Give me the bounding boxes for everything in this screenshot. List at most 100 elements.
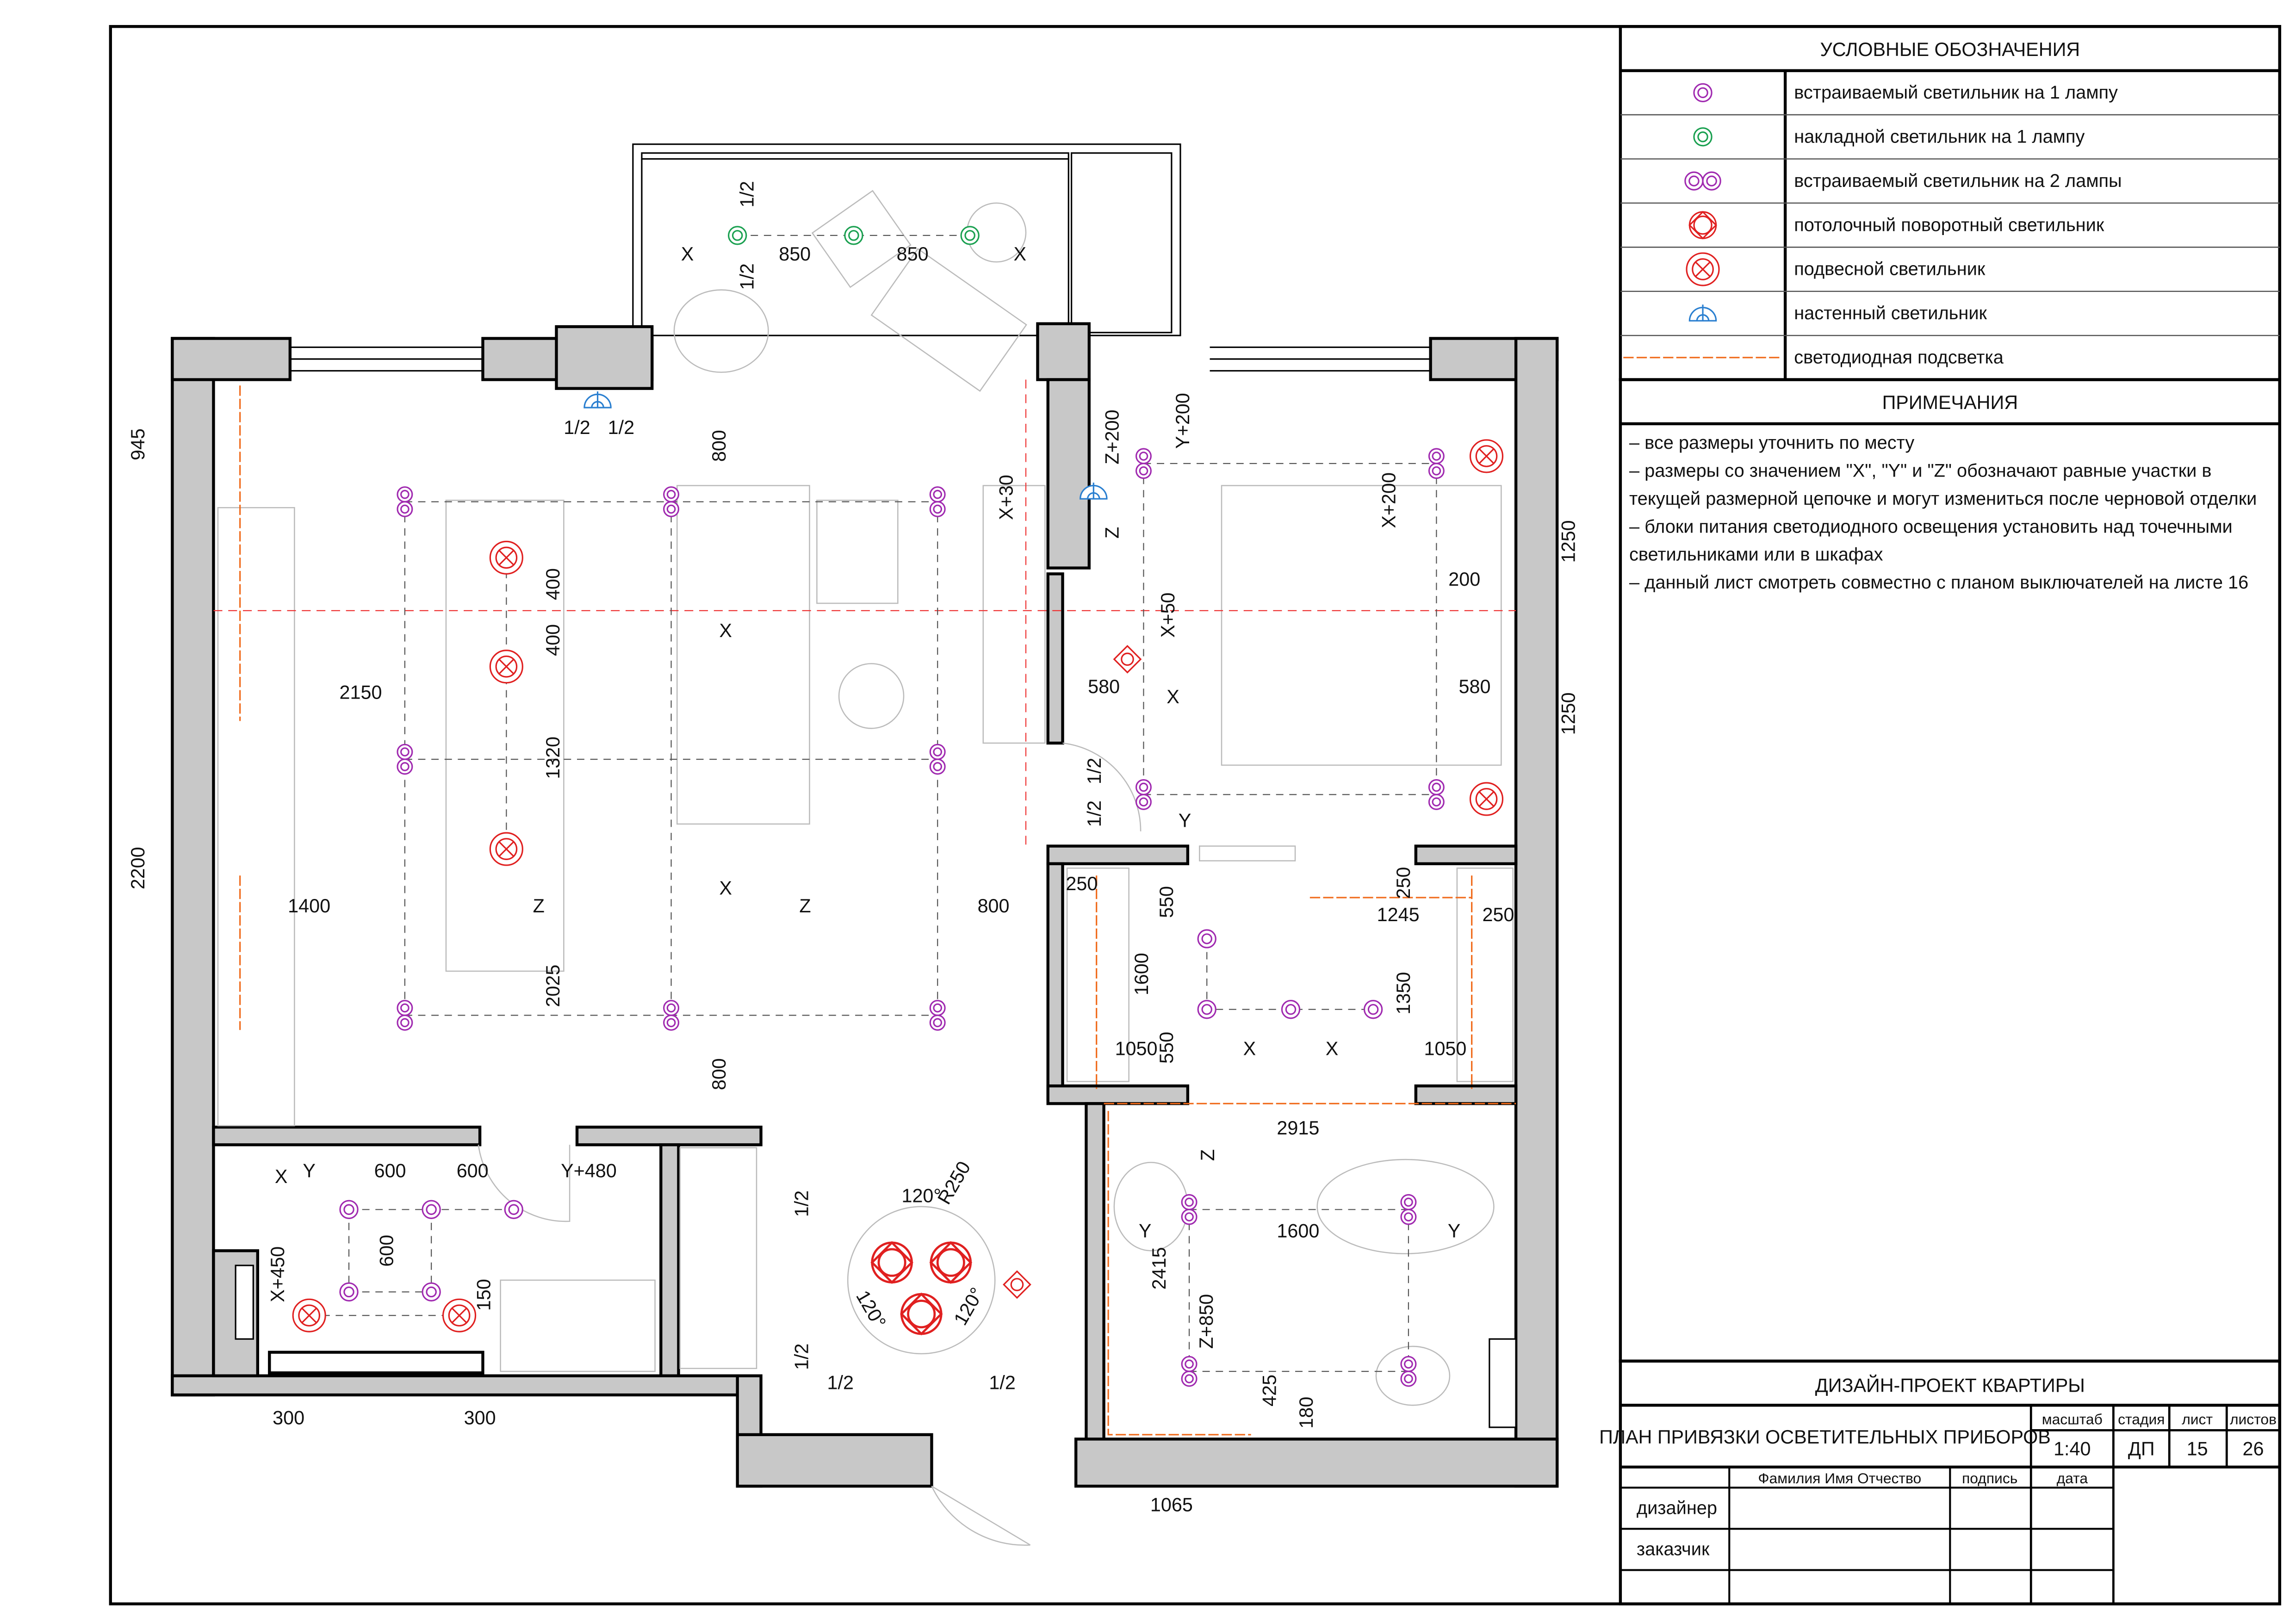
dimension-label: 600 [457, 1160, 489, 1181]
dimension-label: 550 [1156, 1032, 1177, 1064]
recessed-double-lamp-icon [929, 743, 946, 775]
recessed-single-lamp-icon [1363, 1000, 1383, 1019]
surface-single-lamp-icon [960, 226, 980, 245]
ceiling-swivel-lamp-icon [1113, 645, 1142, 674]
recessed-double-lamp-icon [1428, 779, 1445, 810]
dimension-label: 800 [978, 895, 1010, 917]
sheet-value: 15 [2187, 1438, 2208, 1459]
dimension-label: 2915 [1277, 1117, 1319, 1139]
recessed-double-lamp-icon [1684, 171, 1721, 191]
name-header: Фамилия Имя Отчество [1758, 1470, 1921, 1487]
sheet-header: лист [2182, 1411, 2213, 1428]
dimension-label: Z+850 [1196, 1294, 1217, 1349]
notes-panel: ПРИМЕЧАНИЯ – все размеры уточнить по мес… [1619, 378, 2281, 1363]
dimension-label: 1/2 [1084, 800, 1105, 827]
dimension-label: X [1014, 243, 1027, 265]
windows [290, 346, 1431, 372]
dimension-label: 600 [374, 1160, 406, 1181]
dimension-label: 1065 [1150, 1494, 1193, 1515]
dimension-label: 1/2 [564, 417, 590, 438]
dimension-label: X+450 [267, 1246, 288, 1302]
recessed-single-lamp-icon [1197, 929, 1216, 948]
notes-title: ПРИМЕЧАНИЯ [1882, 392, 2018, 413]
dimension-label: X [681, 243, 694, 265]
dimension-label: 800 [708, 1058, 730, 1090]
title-block: ДИЗАЙН-ПРОЕКТ КВАРТИРЫ ПЛАН ПРИВЯЗКИ ОСВ… [1599, 1359, 2281, 1605]
recessed-single-lamp-icon [339, 1282, 359, 1302]
dimension-label: 1400 [288, 895, 330, 917]
dimension-label: 1245 [1377, 904, 1420, 925]
dimension-label: 250 [1482, 904, 1514, 925]
pendant-lamp-icon [1469, 439, 1504, 473]
dimension-label: 1250 [1558, 520, 1579, 563]
dimension-label: 250 [1066, 873, 1098, 894]
stage-value: ДП [2128, 1438, 2155, 1459]
dimension-label: 400 [542, 624, 564, 656]
recessed-single-lamp-icon [1281, 1000, 1301, 1019]
dimension-label: 250 [1393, 867, 1414, 899]
dimension-label: 1250 [1558, 693, 1579, 735]
recessed-single-lamp-icon [422, 1200, 441, 1219]
surface-single-lamp-icon [844, 226, 863, 245]
role-designer: дизайнер [1637, 1498, 1717, 1518]
dimension-label: 150 [473, 1279, 494, 1311]
dimension-label: X [1326, 1038, 1339, 1059]
dimension-label: X [275, 1166, 288, 1187]
dimension-label: 850 [897, 243, 929, 265]
dimension-label: 945 [127, 428, 149, 460]
ceiling-swivel-lamp-icon [1003, 1270, 1031, 1299]
date-header: дата [2057, 1470, 2088, 1487]
dimension-label: 550 [1156, 886, 1177, 918]
dimension-label: 600 [376, 1235, 397, 1267]
dimension-label: Z [1197, 1149, 1218, 1161]
dimension-label: 300 [273, 1407, 304, 1429]
dimension-label: 425 [1259, 1375, 1280, 1406]
balcony [632, 143, 1181, 392]
pendant-lamp-icon [442, 1298, 477, 1332]
dimension-label: X+30 [995, 475, 1017, 520]
dimension-label: 180 [1296, 1397, 1317, 1429]
signature-header: подпись [1962, 1470, 2017, 1487]
dimension-label: 1/2 [791, 1190, 812, 1217]
dimension-label: 1/2 [827, 1372, 854, 1393]
dimension-label: 2200 [127, 847, 149, 889]
light-fixtures [292, 226, 1504, 1387]
floor-plan: 9451/21/2800X+30Z+200Y+200X+200125012502… [127, 143, 1579, 1546]
note-line: – блоки питания светодиодного освещения … [1629, 516, 2233, 537]
dimension-label: 800 [708, 430, 730, 462]
legend-label: настенный светильник [1794, 303, 1987, 323]
legend-label: встраиваемый светильник на 1 лампу [1794, 82, 2118, 103]
dimension-label: 1050 [1115, 1038, 1158, 1059]
note-line: – размеры со значением "X", "Y" и "Z" об… [1629, 460, 2212, 481]
ceiling-swivel-lamp-icon [931, 1243, 971, 1282]
lamp-grid-lines [309, 235, 1437, 1372]
dimension-label: 1350 [1393, 972, 1414, 1015]
scale-value: 1:40 [2054, 1438, 2091, 1459]
stage-header: стадия [2118, 1411, 2165, 1428]
note-line: – все размеры уточнить по месту [1629, 433, 1914, 453]
recessed-double-lamp-icon [1428, 448, 1445, 479]
dimension-label: Y [1448, 1220, 1461, 1242]
dimension-label: Y+200 [1172, 393, 1193, 449]
recessed-single-lamp-icon [1197, 1000, 1216, 1019]
dimension-label: 580 [1459, 676, 1491, 697]
led-strips [239, 385, 1516, 1436]
dimension-label: X [1167, 686, 1179, 707]
pendant-lamp-icon [1469, 782, 1504, 816]
dimension-label: 1/2 [791, 1344, 812, 1370]
dimension-label: 2415 [1148, 1247, 1170, 1290]
recessed-single-lamp-icon [339, 1200, 359, 1219]
legend-title: УСЛОВНЫЕ ОБОЗНАЧЕНИЯ [1820, 39, 2080, 60]
ceiling-swivel-lamp-icon [1688, 211, 1717, 239]
dimension-label: X [719, 620, 732, 641]
ceiling-swivel-lamp-icon [901, 1294, 941, 1334]
legend-label: светодиодная подсветка [1794, 347, 2004, 368]
dimension-label: Z [799, 895, 811, 917]
dimension-label: 200 [1448, 569, 1480, 590]
recessed-single-lamp-icon [422, 1282, 441, 1302]
legend-panel: встраиваемый светильник на 1 лампунаклад… [1619, 25, 2281, 381]
dimension-label: 1/2 [737, 263, 758, 290]
pendant-lamp-icon [489, 832, 523, 866]
